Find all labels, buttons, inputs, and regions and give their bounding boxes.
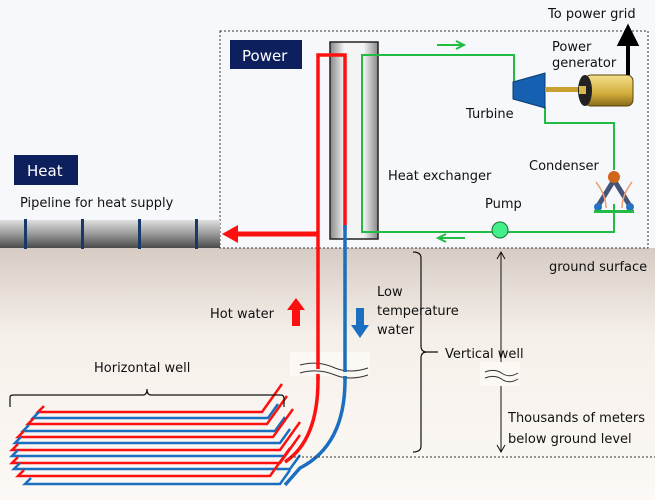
power-generator-icon xyxy=(578,74,634,107)
cold-well-branch xyxy=(11,428,292,445)
pipe-break-symbol xyxy=(290,352,370,380)
hot-well-branch xyxy=(24,395,289,426)
turbine-icon xyxy=(512,72,546,109)
flow-arrow-left-icon xyxy=(435,233,465,243)
hot-well-branch xyxy=(34,383,284,414)
horizontal-well-brace xyxy=(9,388,285,407)
hot-well-branch xyxy=(14,447,292,478)
horizontal-well-pipes xyxy=(8,383,302,486)
heat-supply-pipeline xyxy=(0,219,220,249)
flow-arrow-right-icon xyxy=(437,40,467,50)
depth-label-2: below ground level xyxy=(508,432,632,447)
low-temp-label-1: Low xyxy=(377,285,403,300)
power-generator-label-2: generator xyxy=(552,56,617,71)
hot-water-pipe xyxy=(284,53,347,464)
ground-surface-label: ground surface xyxy=(549,260,647,275)
condenser-icon xyxy=(594,171,634,213)
horizontal-well-label: Horizontal well xyxy=(94,361,190,376)
depth-arrow xyxy=(480,250,520,454)
heat-exchanger xyxy=(329,41,379,240)
cold-well-branch xyxy=(10,454,302,471)
low-temp-label-3: water xyxy=(377,323,415,338)
heat-label-box xyxy=(14,155,78,185)
power-generator-label-1: Power xyxy=(552,40,592,55)
heat-exchanger-label: Heat exchanger xyxy=(388,169,492,184)
power-label: Power xyxy=(242,47,288,65)
heat-supply-arrowhead-icon xyxy=(222,225,238,243)
pump-icon xyxy=(491,221,509,239)
heat-label: Heat xyxy=(27,162,63,180)
vertical-well-brace xyxy=(412,251,438,453)
cold-water-pipe xyxy=(283,225,347,487)
condenser-label: Condenser xyxy=(529,159,600,174)
hot-water-up-arrow-icon xyxy=(287,298,305,326)
cold-well-branch xyxy=(19,416,287,433)
cold-well-branch xyxy=(21,469,292,486)
pipeline-label: Pipeline for heat supply xyxy=(20,196,174,211)
hot-well-branch xyxy=(8,421,302,452)
cold-well-branch xyxy=(29,403,280,420)
power-label-box xyxy=(230,40,302,69)
pump-label: Pump xyxy=(485,197,522,212)
cold-water-down-arrow-icon xyxy=(351,308,369,338)
turbine-label: Turbine xyxy=(465,107,514,122)
hot-water-label: Hot water xyxy=(210,307,275,322)
shaft xyxy=(545,87,583,92)
vertical-well-label: Vertical well xyxy=(445,347,524,362)
power-plant-boundary xyxy=(219,30,649,249)
hot-well-branch xyxy=(14,408,295,439)
to-grid-arrow-icon xyxy=(616,23,640,75)
depth-label-1: Thousands of meters xyxy=(507,411,645,426)
to-power-grid-label: To power grid xyxy=(547,7,636,22)
working-fluid-loop xyxy=(361,54,615,233)
low-temp-label-2: temperature xyxy=(377,304,459,319)
